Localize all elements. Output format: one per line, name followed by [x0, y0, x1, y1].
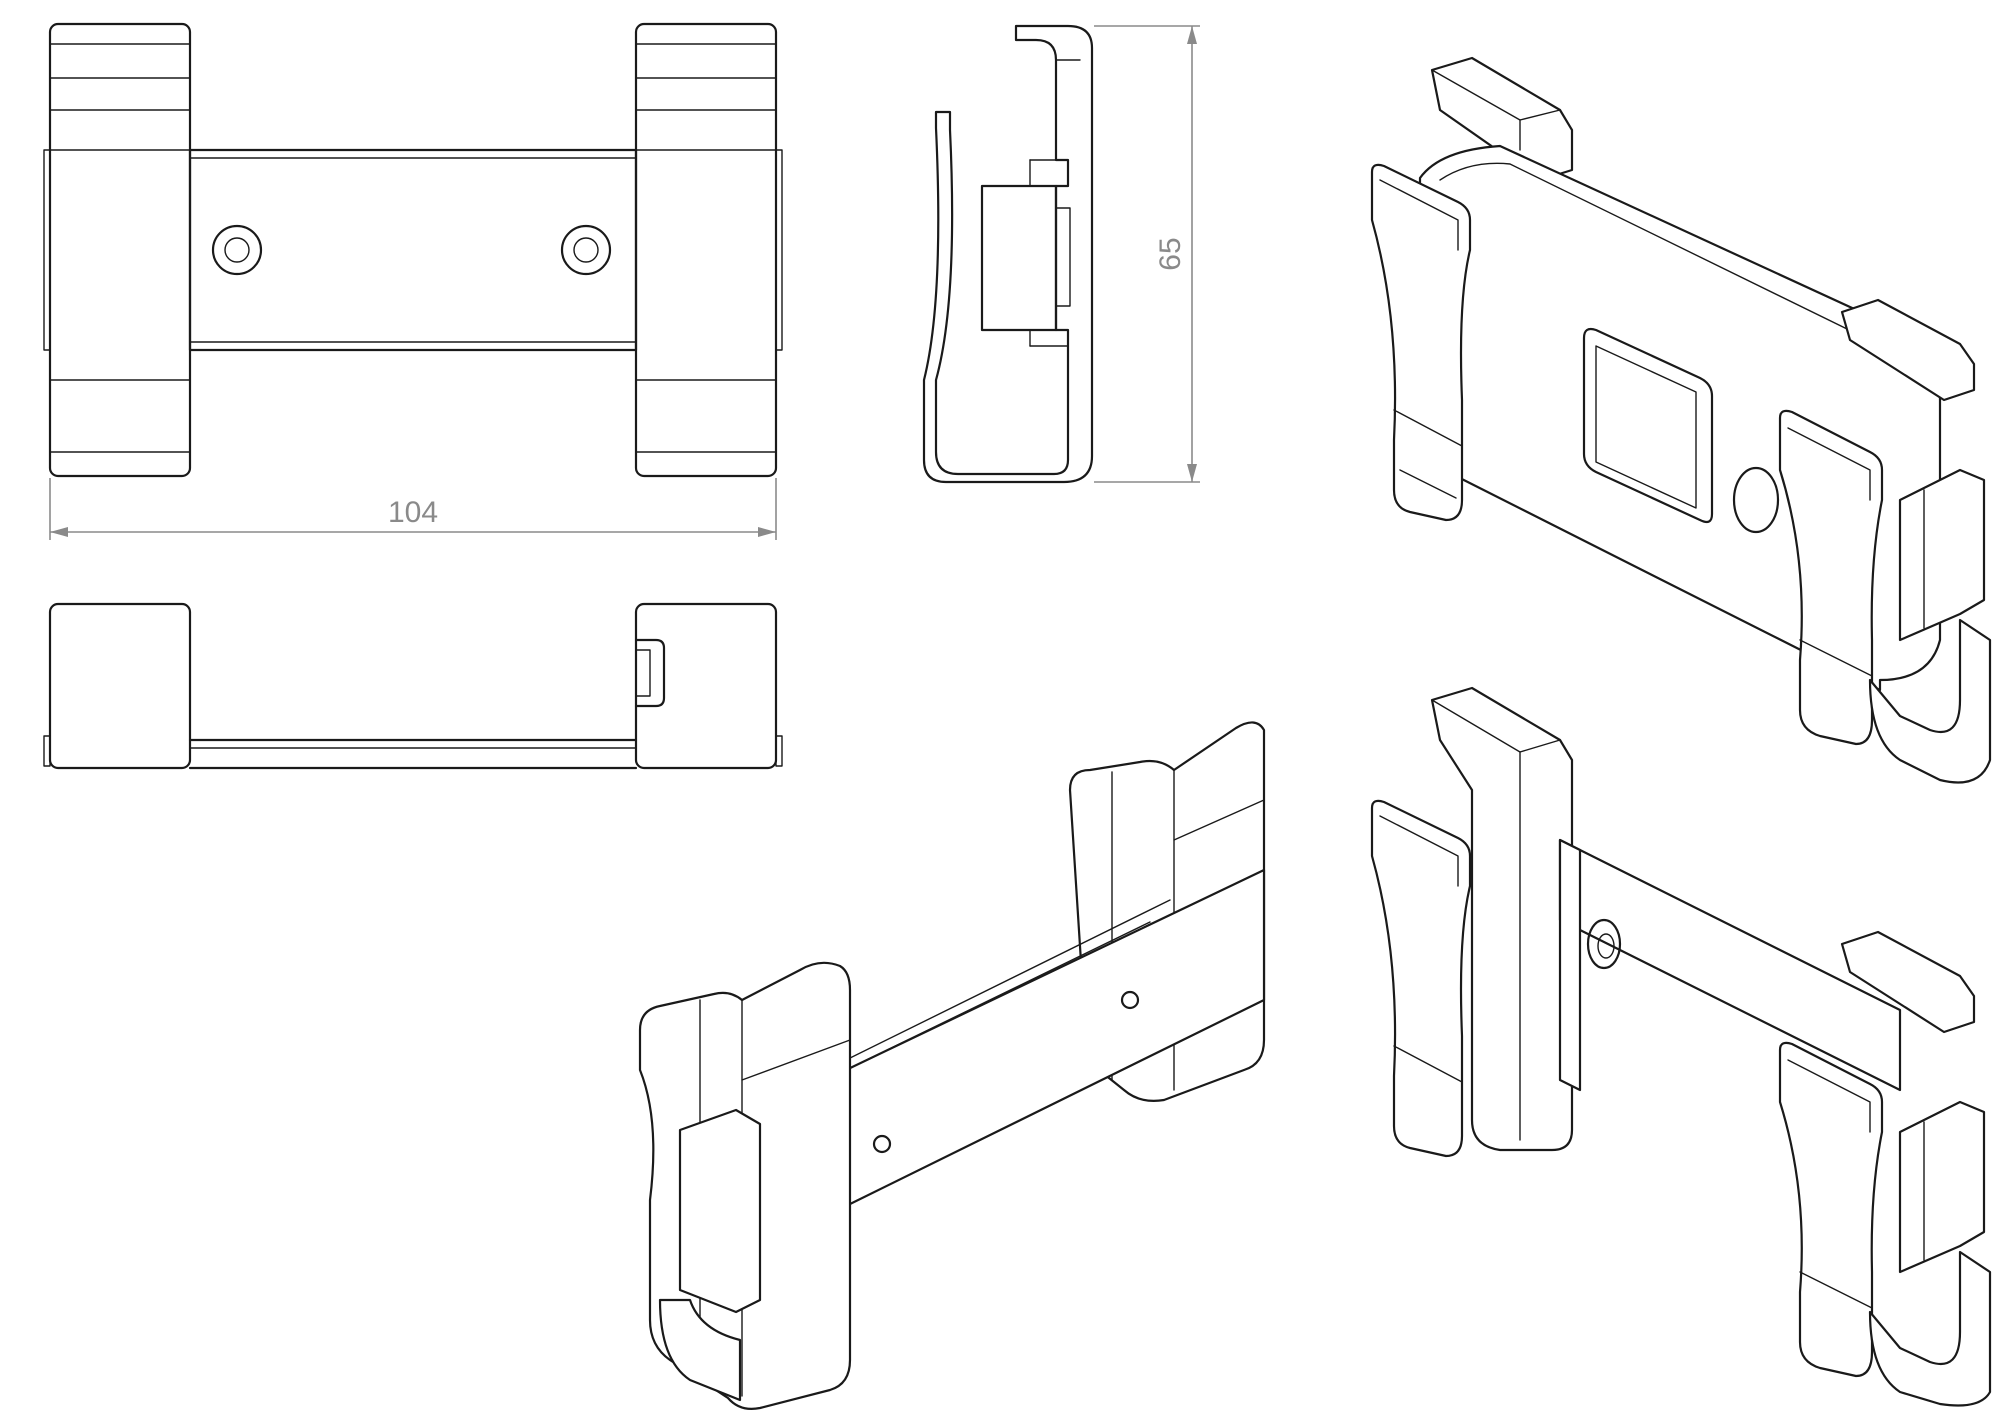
front-view: [43, 602, 783, 770]
isometric-view-back: [638, 721, 1266, 1410]
top-view: [43, 22, 783, 478]
height-dimension: 65: [1094, 25, 1200, 483]
width-dimension-label: 104: [388, 496, 438, 529]
isometric-view-front: [1370, 686, 1992, 1407]
isometric-view-with-device: [1370, 56, 1992, 784]
width-dimension: 104: [49, 478, 777, 540]
height-dimension-label: 65: [1154, 237, 1187, 270]
side-view: [922, 24, 1094, 484]
